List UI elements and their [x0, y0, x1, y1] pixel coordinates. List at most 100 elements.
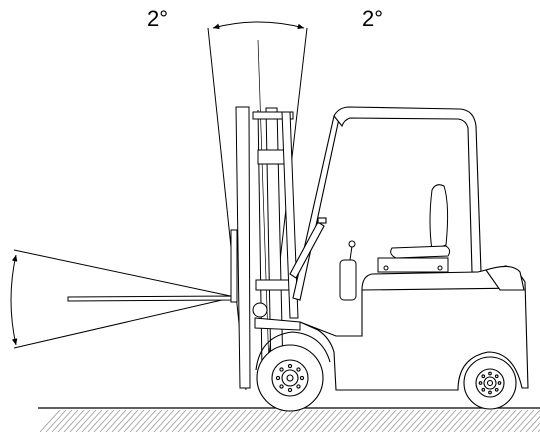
- ground-hatch-line: [207, 410, 229, 432]
- ground-hatch-line: [513, 410, 535, 432]
- ground-hatch-line: [405, 410, 427, 432]
- tilt-arc-arrow: [212, 21, 305, 30]
- ground-hatch-line: [255, 410, 277, 432]
- fender-front: [255, 331, 331, 371]
- ground-hatch-line: [219, 410, 241, 432]
- lug-nut: [275, 375, 281, 381]
- fork-tine: [67, 295, 233, 302]
- ground-hatch-line: [477, 410, 499, 432]
- fork-tilt-arc-arrow: [10, 254, 18, 346]
- ground-hatch-line: [105, 410, 127, 432]
- ground-hatch-line: [225, 410, 247, 432]
- ground-hatch-line: [93, 410, 115, 432]
- ground-hatch-line: [309, 410, 331, 432]
- lug-nut: [279, 367, 284, 372]
- chassis: [255, 265, 529, 391]
- ground-hatch-line: [417, 410, 439, 432]
- ground-hatch-line: [279, 410, 301, 432]
- ground-hatch-line: [471, 410, 493, 432]
- ground-hatch-line: [291, 410, 313, 432]
- guard-front-post: [292, 113, 341, 301]
- tilt-cylinder: [289, 221, 325, 279]
- mast-top-crossbar: [252, 111, 294, 120]
- ground-hatch-line: [393, 410, 415, 432]
- ground-hatch-line: [117, 410, 139, 432]
- tilt-angle-label-left: 2°: [147, 6, 169, 31]
- ground-hatch-line: [321, 410, 343, 432]
- ground-hatch-line: [153, 410, 175, 432]
- operator-area: [339, 184, 451, 301]
- ground-hatch-line: [75, 410, 97, 432]
- ground-hatch-line: [45, 410, 67, 432]
- ground-hatch-line: [123, 410, 145, 432]
- ground-hatch-line: [303, 410, 325, 432]
- ground-hatch-line: [99, 410, 121, 432]
- lug-nut: [296, 384, 301, 389]
- ground-hatch-line: [147, 410, 169, 432]
- chassis-panel-line: [361, 287, 525, 291]
- ground-hatch-line: [357, 410, 379, 432]
- lug-nut: [488, 371, 492, 376]
- lug-nut: [287, 363, 293, 369]
- lug-nut: [481, 374, 486, 379]
- ground-hatch-line: [507, 410, 529, 432]
- ground-hatch-line: [231, 410, 253, 432]
- base-bolt-right: [437, 265, 443, 271]
- ground-hatch-line: [195, 410, 217, 432]
- ground-hatching: [40, 410, 540, 432]
- front-wheel: [256, 344, 324, 412]
- fork-wedge-lower-edge: [13, 296, 236, 349]
- ground-hatch-line: [375, 410, 397, 432]
- seat-backrest: [429, 184, 449, 251]
- tilt-angle-label-right: 2°: [362, 6, 384, 31]
- front-lug-nuts: [275, 363, 305, 393]
- ground-hatch-line: [237, 410, 259, 432]
- lug-nut: [494, 387, 499, 392]
- ground-hatch-line: [369, 410, 391, 432]
- ground-hatch-line: [489, 410, 511, 432]
- ground-hatch-line: [459, 410, 481, 432]
- ground-hatch-line: [63, 410, 85, 432]
- ground-hatch-line: [249, 410, 271, 432]
- ground-hatch-line: [273, 410, 295, 432]
- ground-hatch-line: [285, 410, 307, 432]
- ground-hatch-line: [531, 422, 540, 432]
- ground-hatch-line: [333, 410, 355, 432]
- tilt-cylinder-cap: [317, 217, 327, 224]
- mast-lower-link: [254, 317, 301, 331]
- ground-hatch-line: [51, 410, 73, 432]
- ground-hatch-line: [435, 410, 457, 432]
- seat-cushion: [390, 245, 451, 259]
- ground-hatch-line: [40, 410, 61, 432]
- ground-hatch-line: [327, 410, 349, 432]
- mast-pivot: [252, 302, 268, 318]
- ground-hatch-line: [141, 410, 163, 432]
- ground-hatch-line: [411, 410, 433, 432]
- ground-hatch-line: [129, 410, 151, 432]
- ground-hatch-line: [135, 410, 157, 432]
- control-lever-stem: [349, 245, 353, 261]
- rear-wheel: [463, 356, 517, 410]
- ground-hatch-line: [441, 410, 463, 432]
- counterweight: [485, 265, 525, 291]
- ground-hatch-line: [189, 410, 211, 432]
- ground-hatch-line: [201, 410, 223, 432]
- lug-nut: [279, 384, 284, 389]
- lug-nut: [296, 367, 301, 372]
- ground-hatch-line: [501, 410, 523, 432]
- lug-nut: [478, 381, 483, 385]
- mast: [235, 106, 301, 389]
- ground-hatch-line: [165, 410, 187, 432]
- ground-hatch-line: [339, 410, 361, 432]
- mast-center-axis: [257, 39, 271, 399]
- mast-inner-rail: [265, 107, 284, 373]
- control-lever-body: [339, 259, 357, 301]
- ground-hatch-line: [243, 410, 265, 432]
- lug-nut: [497, 381, 502, 385]
- ground-hatch-line: [87, 410, 109, 432]
- ground-hatch-line: [525, 416, 540, 432]
- ground-hatch-line: [429, 410, 451, 432]
- ground-hatch-line: [495, 410, 517, 432]
- ground-hatch-line: [267, 410, 289, 432]
- ground-hatch-line: [351, 410, 373, 432]
